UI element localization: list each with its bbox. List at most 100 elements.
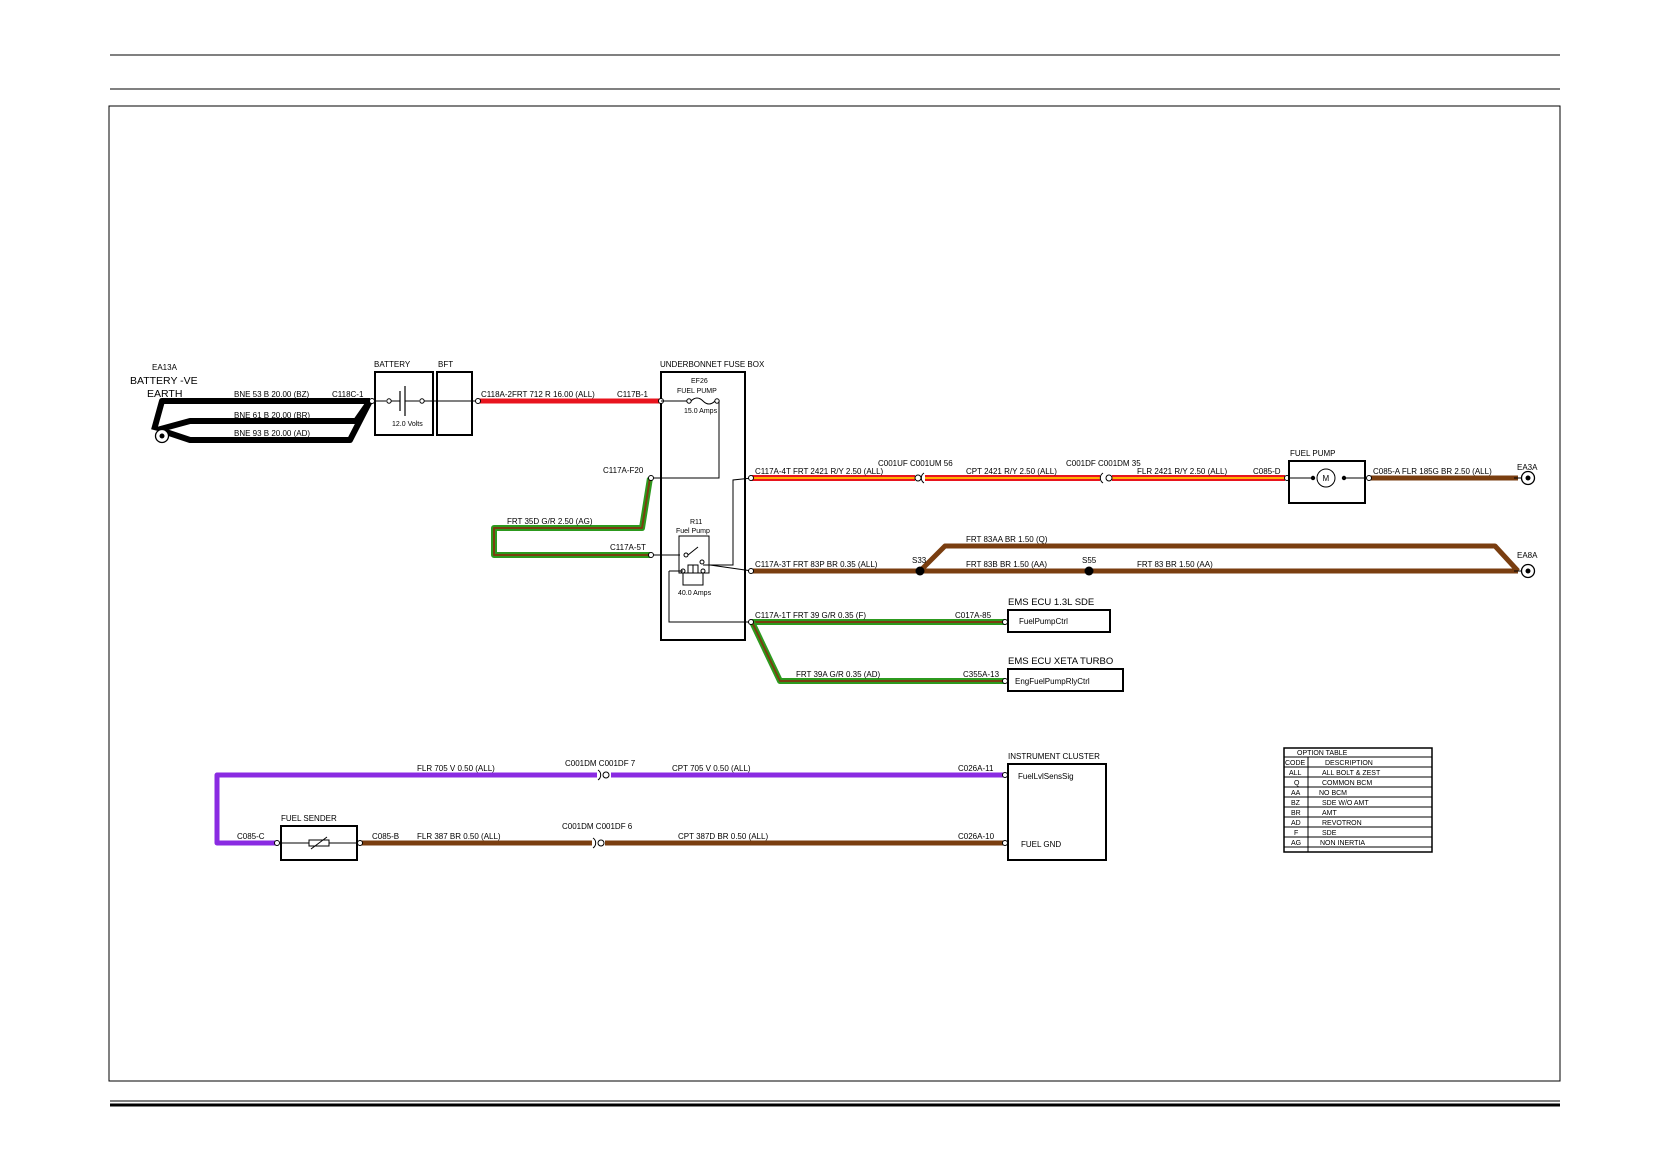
wire-label-frt35d: FRT 35D G/R 2.50 (AG) — [507, 517, 593, 526]
earth-line2: EARTH — [147, 388, 182, 400]
wire-label-frt39a: FRT 39A G/R 0.35 (AD) — [796, 670, 881, 679]
cluster-pin2: FUEL GND — [1021, 840, 1061, 849]
inline-connector-35 — [1099, 472, 1113, 484]
wire-705-violet — [214, 772, 1005, 846]
wire-label-cpt705: CPT 705 V 0.50 (ALL) — [672, 764, 751, 773]
earth-ea13a: EA13A BATTERY -VE EARTH — [130, 363, 198, 444]
ground-icon — [154, 428, 170, 444]
underbonnet-fuse-box: UNDERBONNET FUSE BOX C117B-1 EF26 FUEL P… — [617, 360, 765, 641]
earth-line1: BATTERY -VE — [130, 375, 198, 387]
motor-symbol: M — [1323, 474, 1330, 483]
inline-connector-56 — [914, 472, 925, 484]
option-code: Q — [1294, 780, 1300, 787]
wire-frt39-gr — [749, 619, 1005, 684]
option-desc: SDE — [1322, 830, 1337, 837]
wire-label-frt83: FRT 83 BR 1.50 (AA) — [1137, 560, 1213, 569]
wire-label-flr185g: C085-A FLR 185G BR 2.50 (ALL) — [1373, 467, 1492, 476]
wire-label-flr2421: FLR 2421 R/Y 2.50 (ALL) — [1137, 467, 1227, 476]
splice-s55-label: S55 — [1082, 556, 1097, 565]
ground-icon — [1514, 563, 1536, 579]
connector-c118c1: C118C-1 — [332, 390, 364, 399]
fuse-id: EF26 — [691, 378, 708, 385]
option-table: OPTION TABLE CODE DESCRIPTION ALL ALL BO… — [1283, 747, 1433, 853]
fuse-amps: 15.0 Amps — [684, 408, 718, 415]
instrument-cluster: INSTRUMENT CLUSTER FuelLvlSensSig FUEL G… — [1007, 752, 1107, 861]
bft: BFT — [433, 360, 478, 436]
wire-label-frt712: C118A-2FRT 712 R 16.00 (ALL) — [481, 390, 595, 399]
relay-name: Fuel Pump — [676, 528, 710, 535]
wire-label-cpt387d: CPT 387D BR 0.50 (ALL) — [678, 832, 768, 841]
option-desc: COMMON BCM — [1322, 780, 1372, 787]
wire-label-frt83p: C117A-3T FRT 83P BR 0.35 (ALL) — [755, 560, 878, 569]
option-desc: REVOTRON — [1322, 820, 1362, 827]
option-code: ALL — [1289, 770, 1302, 777]
cluster-title: INSTRUMENT CLUSTER — [1008, 752, 1100, 761]
wire-bne-black — [151, 398, 373, 443]
wire-label-flr705: FLR 705 V 0.50 (ALL) — [417, 764, 495, 773]
fuel-pump: FUEL PUMP M — [1288, 449, 1366, 504]
option-table-grid — [1284, 756, 1432, 852]
wire-label-frt83b: FRT 83B BR 1.50 (AA) — [966, 560, 1047, 569]
option-code: AA — [1291, 790, 1301, 797]
motor-icon: M — [1316, 468, 1336, 488]
option-table-header-code: CODE — [1285, 760, 1306, 767]
option-code: F — [1294, 830, 1298, 837]
option-desc: NON INERTIA — [1320, 840, 1365, 847]
connector-c117a-5t: C117A-5T — [610, 543, 646, 552]
fuel-pump-title: FUEL PUMP — [1290, 449, 1336, 458]
inline-connector-7 — [597, 769, 610, 781]
ground-icon — [1514, 470, 1536, 486]
option-table-title: OPTION TABLE — [1297, 750, 1348, 757]
battery-volts: 12.0 Volts — [392, 421, 423, 428]
connector-c001df-dm: C001DF C001DM 35 — [1066, 459, 1141, 468]
connector-c017a85: C017A-85 — [955, 611, 992, 620]
wire-label-flr387: FLR 387 BR 0.50 (ALL) — [417, 832, 501, 841]
connector-c026a10: C026A-10 — [958, 832, 995, 841]
connector-c117a-f20: C117A-F20 — [603, 466, 644, 475]
page-frame — [108, 54, 1561, 1107]
wire-frt35d-gr — [491, 477, 653, 558]
fuel-sender-title: FUEL SENDER — [281, 814, 337, 823]
connector-c085b: C085-B — [372, 832, 399, 841]
wire-label-bne61: BNE 61 B 20.00 (BR) — [234, 411, 310, 420]
battery: BATTERY 12.0 Volts — [374, 360, 434, 436]
fuse-name: FUEL PUMP — [677, 388, 717, 395]
ecu-sde: EMS ECU 1.3L SDE FuelPumpCtrl — [1007, 597, 1111, 633]
option-desc: NO BCM — [1319, 790, 1347, 797]
battery-icon — [375, 386, 433, 416]
variable-resistor-icon — [308, 836, 330, 850]
ecu-turbo-pin: EngFuelPumpRlyCtrl — [1015, 677, 1090, 686]
wire-label-bne53: BNE 53 B 20.00 (BZ) — [234, 390, 309, 399]
option-table-header-desc: DESCRIPTION — [1325, 760, 1373, 767]
relay-amps: 40.0 Amps — [678, 590, 712, 597]
relay-icon — [669, 535, 710, 586]
inline-connector-6 — [592, 837, 605, 849]
wire-83-brown — [752, 543, 1520, 574]
ground-ea3a: EA3A — [1514, 463, 1538, 486]
fusebox-title: UNDERBONNET FUSE BOX — [660, 360, 765, 369]
option-desc: SDE W/O AMT — [1322, 800, 1369, 807]
connector-c355a13: C355A-13 — [963, 670, 1000, 679]
ground-ea3a-label: EA3A — [1517, 463, 1538, 472]
connector-c085d: C085-D — [1253, 467, 1281, 476]
ecu-turbo-title: EMS ECU XETA TURBO — [1008, 656, 1113, 667]
relay-id: R11 — [690, 519, 702, 526]
fuel-sender: FUEL SENDER — [280, 814, 358, 861]
ecu-turbo: EMS ECU XETA TURBO EngFuelPumpRlyCtrl — [1007, 656, 1124, 692]
wire-label-frt39: C117A-1T FRT 39 G/R 0.35 (F) — [755, 611, 866, 620]
connector-c085c: C085-C — [237, 832, 265, 841]
connector-c001uf-um: C001UF C001UM 56 — [878, 459, 953, 468]
option-code: BR — [1291, 810, 1301, 817]
wire-label-frt2421: C117A-4T FRT 2421 R/Y 2.50 (ALL) — [755, 467, 884, 476]
connector-c001dm-df6: C001DM C001DF 6 — [562, 822, 633, 831]
ground-ea8a: EA8A — [1514, 551, 1538, 579]
option-code: AG — [1291, 840, 1301, 847]
ecu-sde-title: EMS ECU 1.3L SDE — [1008, 597, 1094, 608]
connector-c117b1: C117B-1 — [617, 390, 649, 399]
bft-title: BFT — [438, 360, 453, 369]
option-code: AD — [1291, 820, 1301, 827]
wire-label-bne93: BNE 93 B 20.00 (AD) — [234, 429, 310, 438]
ground-ea8a-label: EA8A — [1517, 551, 1538, 560]
cluster-pin1: FuelLvlSensSig — [1018, 772, 1074, 781]
